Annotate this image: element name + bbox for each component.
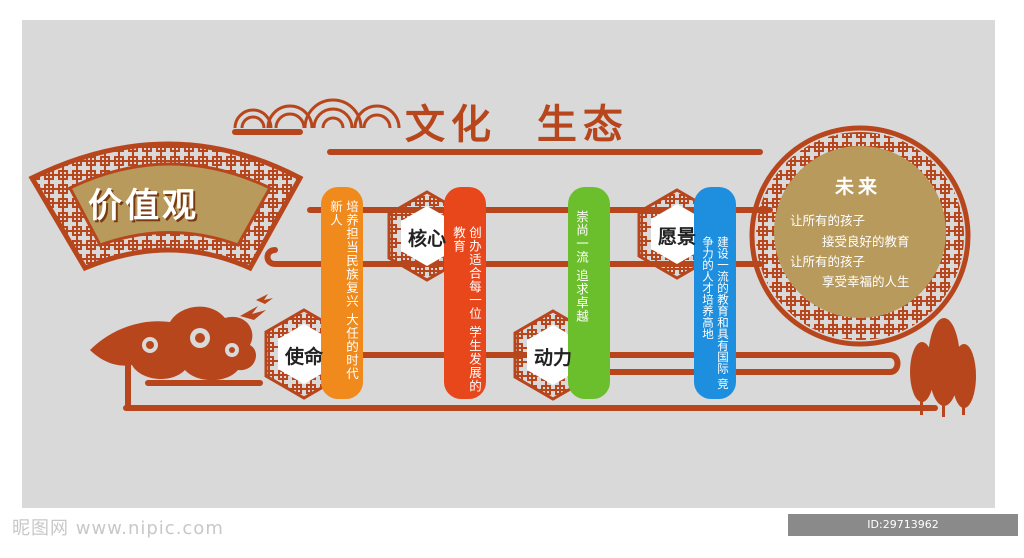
green-pill	[568, 187, 610, 399]
green-line-1: 崇尚一流	[574, 210, 589, 264]
top-cloud-ornament	[233, 98, 401, 129]
red-column-text: 创办适合每一位 学生发展的教育	[450, 226, 482, 396]
orange-line-1: 培养担当民族复兴	[344, 200, 359, 308]
hex-vision-label: 愿景	[657, 226, 696, 248]
swirl-cloud	[90, 306, 257, 381]
orange-line-2: 大任的时代新人	[328, 200, 359, 381]
future-line-1: 让所有的孩子	[790, 213, 866, 228]
value-panel-title: 价值观	[88, 186, 199, 226]
red-line-2: 学生发展的教育	[451, 226, 482, 393]
future-line-3: 让所有的孩子	[790, 254, 866, 269]
red-line-1: 创办适合每一位	[467, 226, 482, 321]
future-line-2: 接受良好的教育	[822, 234, 910, 249]
blue-pill	[694, 187, 736, 399]
orange-pill	[321, 187, 363, 399]
trees	[910, 318, 976, 417]
orange-column-text: 培养担当民族复兴 大任的时代新人	[327, 200, 359, 390]
hex-core-label: 核心	[407, 228, 446, 250]
fan-panel	[28, 141, 304, 272]
green-column-text: 崇尚一流 追求卓越	[573, 210, 589, 330]
watermark-id: ID:29713962 NO:20200611094913249909	[788, 514, 1018, 553]
red-pill	[444, 187, 486, 399]
blue-column-text: 建设一流的教育和具有国际 竞争力的人才培养高地	[700, 236, 730, 396]
future-line-4: 享受幸福的人生	[822, 274, 910, 289]
page-title: 文化 生态	[405, 101, 629, 148]
watermark-left: 昵图网 www.nipic.com	[12, 518, 224, 539]
blue-line-1: 建设一流的教育和具有国际	[716, 236, 730, 374]
blue-line-2: 竞争力的人才培养高地	[701, 236, 730, 390]
birds-icon	[240, 294, 273, 320]
future-title: 未来	[835, 176, 882, 198]
hex-mission-label: 使命	[284, 346, 323, 368]
hex-power-label: 动力	[533, 347, 572, 369]
future-circle	[749, 125, 971, 347]
green-line-2: 追求卓越	[574, 268, 589, 323]
